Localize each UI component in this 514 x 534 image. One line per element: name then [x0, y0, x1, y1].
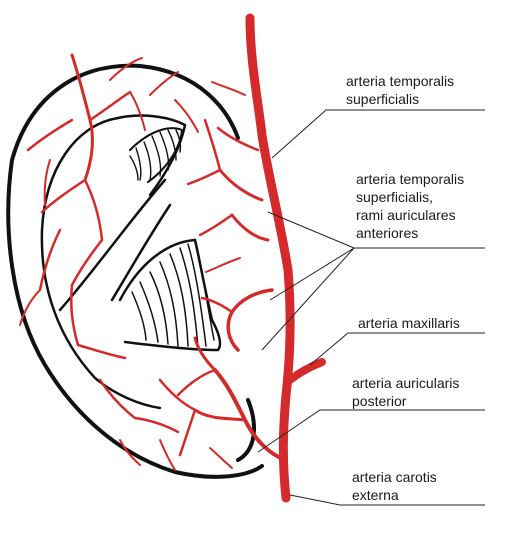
leader-auriculares-2: [269, 247, 355, 301]
antihelix-crus: [58, 178, 167, 312]
antihelix-line: [40, 116, 162, 410]
concha-hatched-region: [118, 238, 222, 352]
label-rami-auriculares-anteriores: arteria temporalis superficialis, rami a…: [356, 171, 465, 241]
leader-auriculares-3: [261, 247, 355, 351]
label-arteria-carotis-externa: arteria carotis externa: [352, 469, 437, 503]
leader-maxillaris: [309, 332, 485, 366]
ear-outline: [6, 63, 264, 479]
leader-lines: [257, 109, 485, 506]
leader-carotis: [289, 494, 485, 506]
artery-maxillaris: [286, 358, 326, 384]
fossa-line: [110, 203, 172, 302]
label-arteria-maxillaris: arteria maxillaris: [358, 315, 460, 331]
upper-hatched-fossa: [129, 127, 184, 183]
helix-outer-rim: [6, 63, 264, 479]
leader-posterior: [257, 409, 485, 453]
label-arteria-temporalis-superficialis: arteria temporalis superficialis: [346, 73, 455, 107]
leader-temporalis: [271, 109, 485, 159]
label-arteria-auricularis-posterior: arteria auricularis posterior: [352, 375, 460, 409]
arteries: [19, 13, 326, 503]
artery-carotis-externa: [245, 13, 295, 503]
